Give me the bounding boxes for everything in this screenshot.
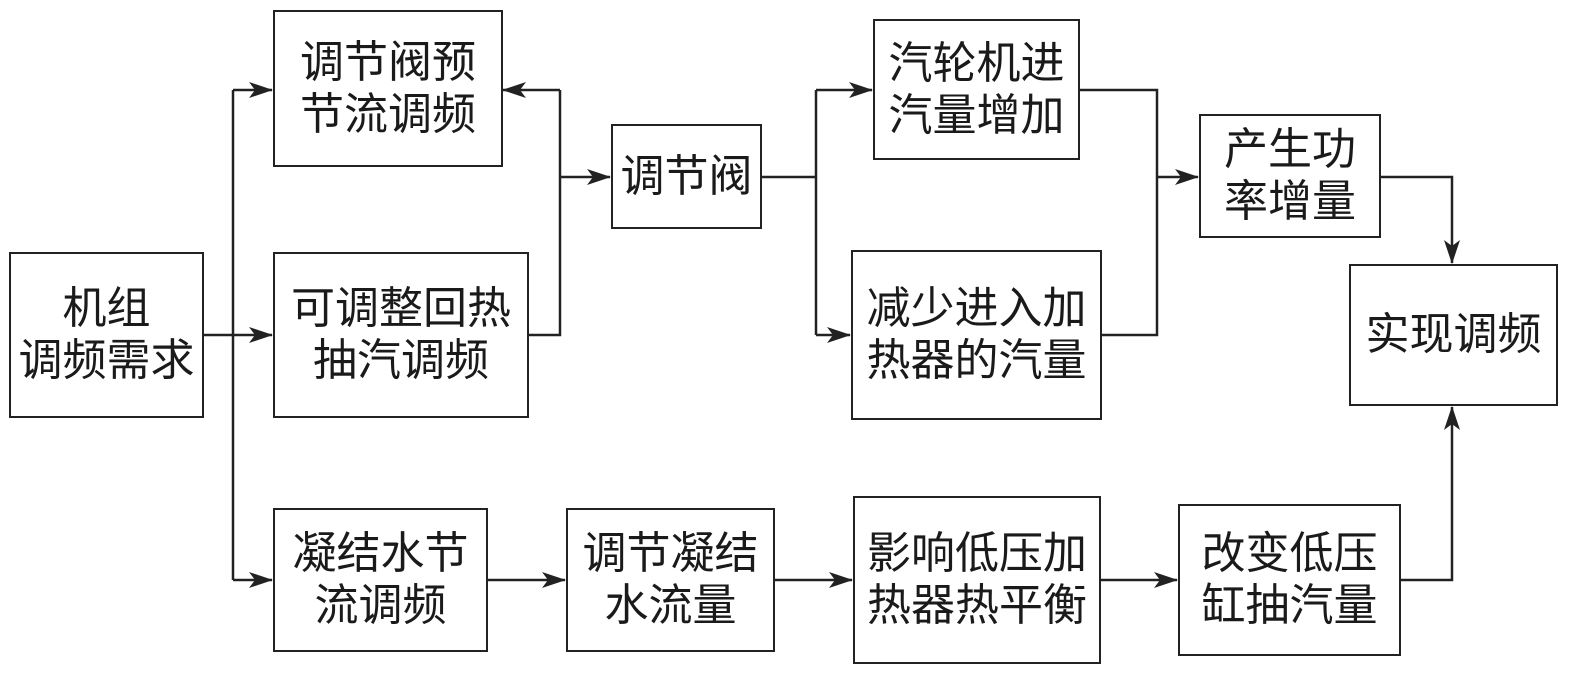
- reduce-heater-steam-box: 减少进入加 热器的汽量: [851, 250, 1102, 420]
- box-line: 缸抽汽量: [1201, 580, 1378, 631]
- regulating-valve-box: 调节阀: [611, 124, 762, 229]
- box-line: 凝结水节: [292, 528, 469, 579]
- arrow-power-to-achieve: [1381, 175, 1460, 264]
- box-line: 产生功: [1224, 124, 1356, 175]
- box-line: 减少进入加: [866, 283, 1087, 334]
- box-line: 机组: [62, 283, 151, 334]
- achieve-regulation-box: 实现调频: [1349, 264, 1558, 406]
- connector-extraction-out: [529, 90, 562, 337]
- power-increase-box: 产生功 率增量: [1199, 114, 1381, 238]
- box-line: 率增量: [1224, 176, 1356, 227]
- unit-frequency-demand-box: 机组 调频需求: [9, 252, 204, 418]
- box-line: 抽汽调频: [313, 335, 489, 386]
- box-line: 影响低压加: [867, 528, 1087, 579]
- lp-cylinder-extraction-box: 改变低压 缸抽汽量: [1178, 504, 1401, 656]
- lp-heater-balance-box: 影响低压加 热器热平衡: [853, 496, 1101, 664]
- box-line: 节流调频: [300, 88, 476, 140]
- box-line: 可调整回热: [291, 283, 511, 334]
- condensate-throttle-box: 凝结水节 流调频: [273, 508, 488, 652]
- box-line: 调节凝结: [582, 528, 759, 579]
- box-line: 调频需求: [18, 335, 195, 386]
- adjustable-extraction-box: 可调整回热 抽汽调频: [273, 252, 529, 418]
- box-line: 热器热平衡: [867, 580, 1087, 631]
- turbine-steam-increase-box: 汽轮机进 汽量增加: [873, 19, 1080, 160]
- connector-turbine-out: [1080, 88, 1159, 337]
- box-line: 热器的汽量: [866, 335, 1087, 386]
- box-line: 汽轮机进: [888, 37, 1065, 89]
- arrow-cylinder-to-achieve: [1401, 406, 1460, 582]
- valve-throttle-regulation-box: 调节阀预 节流调频: [273, 10, 503, 167]
- box-line: 实现调频: [1365, 309, 1542, 360]
- box-line: 汽量增加: [888, 89, 1065, 141]
- box-line: 改变低压: [1201, 528, 1378, 579]
- box-line: 流调频: [314, 580, 447, 631]
- box-line: 调节阀: [620, 150, 753, 202]
- box-line: 调节阀预: [300, 36, 476, 88]
- box-line: 水流量: [604, 580, 737, 631]
- adjust-condensate-flow-box: 调节凝结 水流量: [566, 508, 775, 652]
